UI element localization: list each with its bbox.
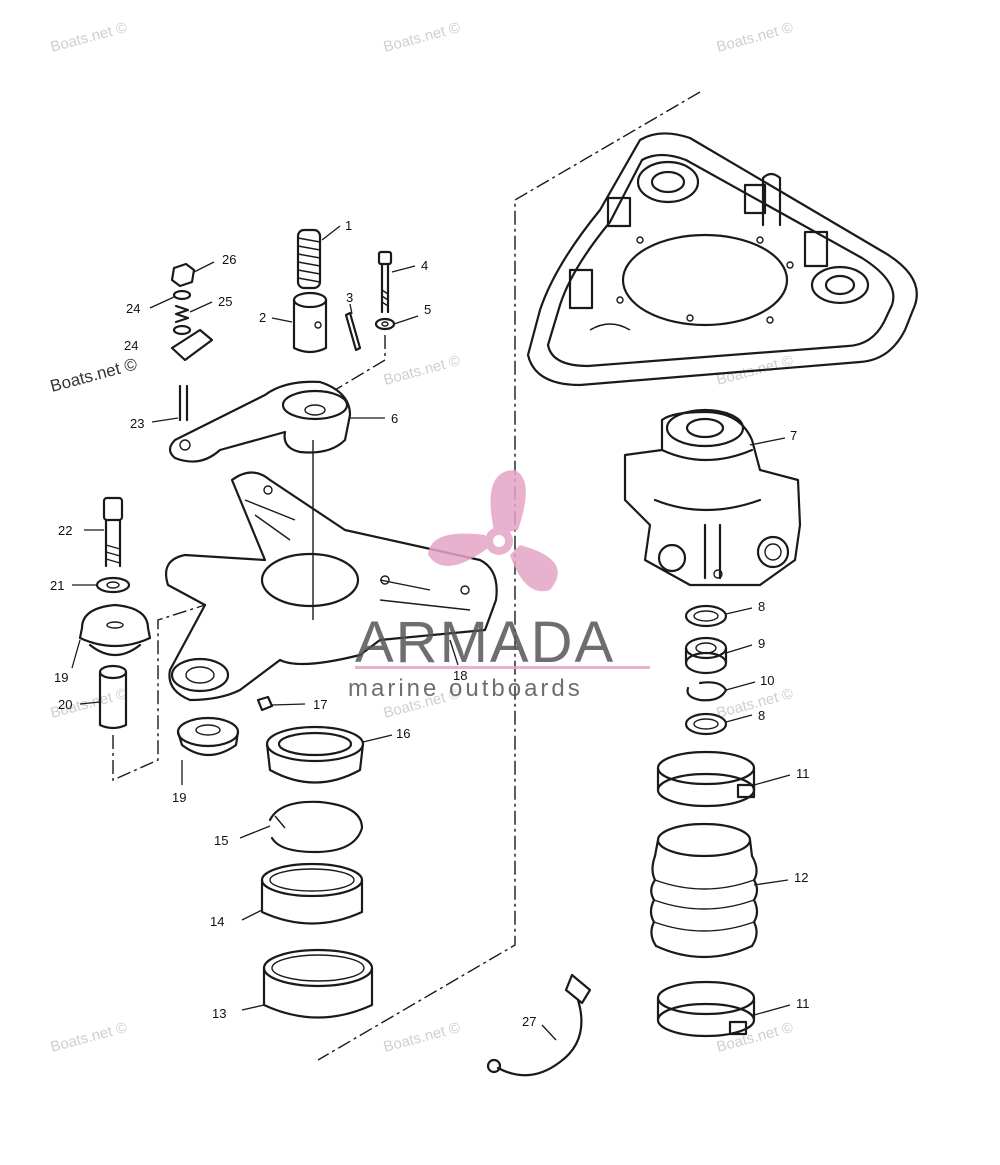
hose-clamp-part-11-upper <box>656 750 756 808</box>
callout-9: 9 <box>758 636 765 651</box>
swivel-bracket-part-18 <box>164 471 498 702</box>
callout-19-upper: 19 <box>54 670 68 685</box>
watermark: Boats.net © <box>49 1019 129 1056</box>
callout-20: 20 <box>58 697 72 712</box>
callout-27: 27 <box>522 1014 536 1029</box>
armada-logo: ARMADA marine outboards <box>348 470 650 702</box>
bearing-ring-part-8-upper <box>684 604 728 628</box>
callout-15: 15 <box>214 833 228 848</box>
callout-labels: 1 2 3 4 5 6 7 8 8 9 10 11 11 12 13 14 15… <box>50 218 810 1029</box>
mount-part-19-lower <box>176 716 240 757</box>
callout-2: 2 <box>259 310 266 325</box>
callout-8-lower: 8 <box>758 708 765 723</box>
stud-part-23 <box>178 384 189 422</box>
callout-14: 14 <box>210 914 224 929</box>
sleeve-part-14 <box>260 862 364 925</box>
sleeve-part-13 <box>262 948 374 1019</box>
dash-line-bolt <box>334 335 386 391</box>
pin-part-3 <box>344 311 362 352</box>
callout-24-upper: 24 <box>126 301 140 316</box>
fitting-part-17 <box>256 695 274 712</box>
retaining-ring-part-10 <box>686 681 728 702</box>
washer-part-5 <box>374 317 396 331</box>
callout-19-lower: 19 <box>172 790 186 805</box>
watermark: Boats.net © <box>382 1019 462 1056</box>
steering-arm-part-6 <box>168 380 352 463</box>
watermark: Boats.net © <box>715 1019 795 1056</box>
logo-name: ARMADA <box>355 610 615 675</box>
callout-26: 26 <box>222 252 236 267</box>
callout-17: 17 <box>313 697 327 712</box>
bolt-part-4 <box>377 250 393 314</box>
callout-3: 3 <box>346 290 353 305</box>
callout-16: 16 <box>396 726 410 741</box>
callout-22: 22 <box>58 523 72 538</box>
watermark: Boats.net © <box>382 19 462 56</box>
hose-clamp-part-11-lower <box>656 980 756 1038</box>
callout-1: 1 <box>345 218 352 233</box>
watermark: Boats.net © <box>49 19 129 56</box>
callout-13: 13 <box>212 1006 226 1021</box>
callout-11-upper: 11 <box>796 766 810 781</box>
spring-part-25 <box>174 304 190 324</box>
callout-7: 7 <box>790 428 797 443</box>
bearing-ring-part-8-lower <box>684 712 728 736</box>
ground-wire-part-27 <box>486 973 592 1077</box>
gimbal-housing-part-7 <box>623 408 802 587</box>
propeller-icon <box>428 470 558 592</box>
bellows-part-12 <box>649 822 759 959</box>
spring-part-1 <box>296 228 322 290</box>
bolt-part-22 <box>102 496 124 568</box>
mount-part-19-upper <box>78 603 152 657</box>
callout-6: 6 <box>391 411 398 426</box>
block-part-24 <box>170 328 214 362</box>
callout-24-lower: 24 <box>124 338 138 353</box>
bearing-part-9 <box>684 636 728 675</box>
logo-underline <box>355 666 650 669</box>
nut-part-26 <box>170 262 196 288</box>
callout-4: 4 <box>421 258 428 273</box>
transom-plate-housing <box>526 132 918 387</box>
washer-part-24-lower <box>172 324 192 336</box>
callout-12: 12 <box>794 870 808 885</box>
callout-25: 25 <box>218 294 232 309</box>
leader-lines <box>71 225 791 1041</box>
assembly-centerline <box>317 91 701 1061</box>
watermark: Boats.net © <box>382 352 462 389</box>
watermark-layer: Boats.net © Boats.net © Boats.net © Boat… <box>48 19 795 1056</box>
callout-11-lower: 11 <box>796 996 810 1011</box>
bushing-part-2 <box>292 291 328 354</box>
watermark: Boats.net © <box>715 19 795 56</box>
retaining-ring-part-15 <box>268 800 364 854</box>
dash-line-mount <box>112 604 206 782</box>
bearing-part-16 <box>265 725 365 784</box>
watermark: Boats.net © <box>48 354 139 396</box>
callout-8-upper: 8 <box>758 599 765 614</box>
sleeve-part-20 <box>98 664 128 730</box>
callout-5: 5 <box>424 302 431 317</box>
washer-part-24-upper <box>172 289 192 301</box>
washer-part-21 <box>95 576 131 594</box>
logo-tagline: marine outboards <box>348 675 583 702</box>
callout-21: 21 <box>50 578 64 593</box>
callout-23: 23 <box>130 416 144 431</box>
callout-18: 18 <box>453 668 467 683</box>
callout-10: 10 <box>760 673 774 688</box>
